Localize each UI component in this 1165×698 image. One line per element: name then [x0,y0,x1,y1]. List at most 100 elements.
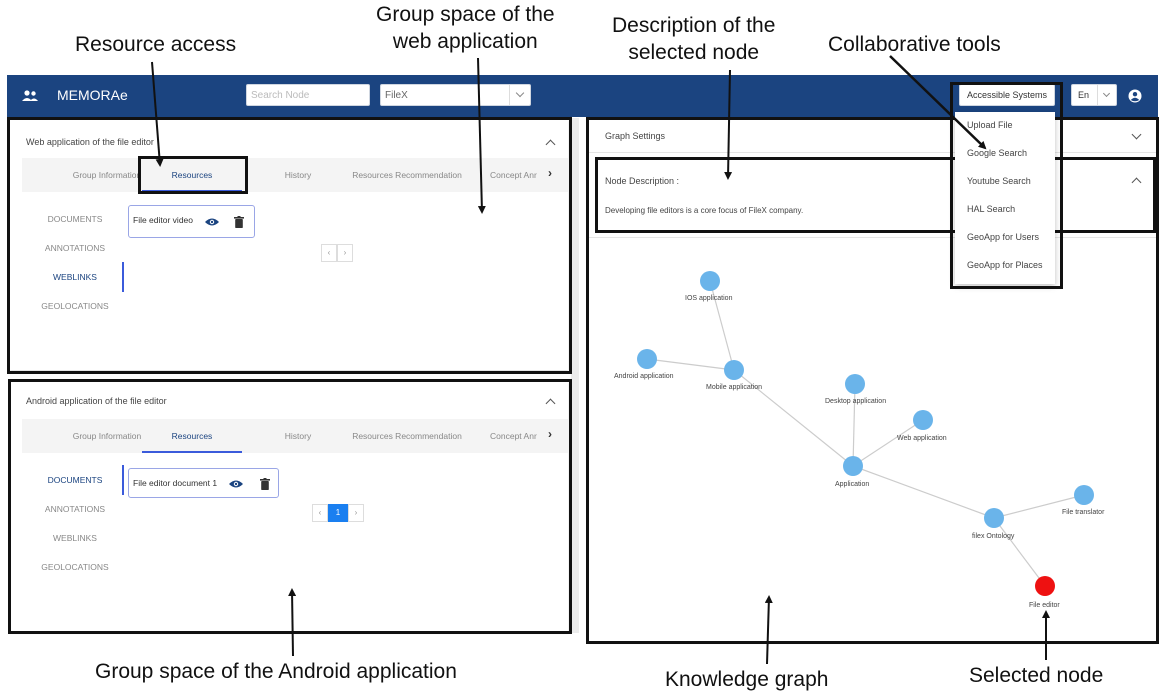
graph-node-label-mobile: Mobile application [706,384,762,391]
graph-node-selected[interactable] [1035,576,1055,596]
side-documents[interactable]: DOCUMENTS [47,214,103,224]
resource-name: File editor video [133,215,194,225]
tab-concept-annotation[interactable]: Concept Anr [490,431,537,441]
chevron-right-icon[interactable]: › [548,166,552,180]
side-active-indicator [122,465,124,495]
group-space-web: Web application of the file editor Group… [10,120,568,370]
graph-node-label-ios: IOS application [685,295,733,302]
graph-settings-title[interactable]: Graph Settings [605,131,666,141]
divider [589,152,1157,153]
callout-group-space-web-line1: Group space of the [376,3,555,26]
graph-node-translator[interactable] [1074,485,1094,505]
side-weblinks[interactable]: WEBLINKS [53,533,97,543]
graph-edge-ontology-editor [993,517,1046,587]
side-documents[interactable]: DOCUMENTS [47,475,103,485]
language-value: En [1078,90,1090,100]
left-scrollbar[interactable] [571,118,579,633]
expand-icon[interactable] [1131,129,1142,140]
menu-item-upload-file[interactable]: Upload File [967,120,1013,130]
side-annotations[interactable]: ANNOTATIONS [44,243,106,253]
tab-resources[interactable]: Resources [142,419,242,453]
node-description-text: Developing file editors is a core focus … [605,206,804,215]
divider [589,237,1157,238]
menu-item-hal-search[interactable]: HAL Search [967,204,1016,214]
pager-prev[interactable]: ‹ [321,244,337,262]
resource-name: File editor document 1 [133,478,218,488]
side-geolocations[interactable]: GEOLOCATIONS [41,301,109,311]
callout-group-space-web-line2: web application [392,30,538,53]
graph-edge-application-ontology [852,465,995,519]
group-space-android: Android application of the file editor G… [10,382,568,632]
graph-node-label-web: Web application [897,435,947,442]
search-node-input[interactable]: Search Node [246,84,370,106]
graph-node-ontology[interactable] [984,508,1004,528]
language-select[interactable]: En [1071,84,1117,106]
callout-knowledge-graph: Knowledge graph [665,668,829,691]
collapse-icon[interactable] [545,398,556,409]
graph-edge-ontology-translator [993,494,1085,519]
graph-node-desktop[interactable] [845,374,865,394]
eye-icon[interactable] [205,217,219,227]
tab-concept-annotation[interactable]: Concept Anr [490,170,537,180]
collaborative-tools-menu: Upload File Google Search Youtube Search… [955,112,1055,284]
pager-next[interactable]: › [337,244,353,262]
collapse-icon[interactable] [545,139,556,150]
graph-node-label-translator: File translator [1062,509,1105,516]
right-panel: Graph Settings Node Description : Develo… [589,119,1157,642]
menu-item-geoapp-users[interactable]: GeoApp for Users [967,232,1040,242]
graph-edge-mobile-application [733,369,854,467]
chevron-down-icon [509,85,530,105]
eye-icon[interactable] [229,479,243,489]
tab-resources[interactable]: Resources [142,158,242,192]
app-brand: MEMORAe [57,87,128,103]
graph-node-label-desktop: Desktop application [825,398,886,405]
menu-item-youtube-search[interactable]: Youtube Search [967,176,1031,186]
trash-icon[interactable] [234,216,244,228]
side-weblinks[interactable]: WEBLINKS [53,272,97,282]
graph-node-label-application: Application [835,481,869,488]
graph-node-android[interactable] [637,349,657,369]
group-android-title: Android application of the file editor [26,396,167,406]
tab-group-information[interactable]: Group Information [72,431,142,441]
graph-node-web[interactable] [913,410,933,430]
callout-node-description-line2: selected node [628,41,760,64]
graph-node-ios[interactable] [700,271,720,291]
graph-node-application[interactable] [843,456,863,476]
menu-item-google-search[interactable]: Google Search [967,148,1028,158]
tab-group-information[interactable]: Group Information [72,170,142,180]
chevron-right-icon[interactable]: › [548,427,552,441]
callout-node-description: Description of the selected node [612,12,775,66]
callout-group-space-android: Group space of the Android application [95,660,457,683]
callout-node-description-line1: Description of the [612,14,776,37]
collapse-icon[interactable] [1131,177,1142,188]
resource-card[interactable]: File editor video [128,205,255,238]
tab-resources-recommendation[interactable]: Resources Recommendation [352,170,462,180]
pager-prev[interactable]: ‹ [312,504,328,522]
resource-card[interactable]: File editor document 1 [128,468,279,498]
graph-edges [646,280,1085,587]
side-geolocations[interactable]: GEOLOCATIONS [41,562,109,572]
tab-history[interactable]: History [284,431,312,441]
tab-history[interactable]: History [284,170,312,180]
callout-collaborative-tools: Collaborative tools [828,33,1001,56]
callout-selected-node: Selected node [969,664,1104,687]
pager-page[interactable]: 1 [328,504,348,522]
web-pager: ‹ › [321,244,353,262]
node-description-title: Node Description : [605,176,680,186]
chevron-down-icon [1097,85,1116,105]
group-icon[interactable] [21,88,39,104]
trash-icon[interactable] [260,478,270,490]
graph-node-label-ontology: filex Ontology [972,533,1015,540]
menu-item-geoapp-places[interactable]: GeoApp for Places [967,260,1043,270]
graph-node-label-android: Android application [614,373,674,380]
graph-edge-web-application [852,419,924,467]
callout-resource-access: Resource access [75,33,237,56]
graph-node-mobile[interactable] [724,360,744,380]
side-annotations[interactable]: ANNOTATIONS [44,504,106,514]
tab-resources-recommendation[interactable]: Resources Recommendation [352,431,462,441]
company-select[interactable]: FileX [380,84,531,106]
accessible-systems-button[interactable]: Accessible Systems [959,84,1055,106]
account-icon[interactable] [1128,89,1142,103]
pager-next[interactable]: › [348,504,364,522]
